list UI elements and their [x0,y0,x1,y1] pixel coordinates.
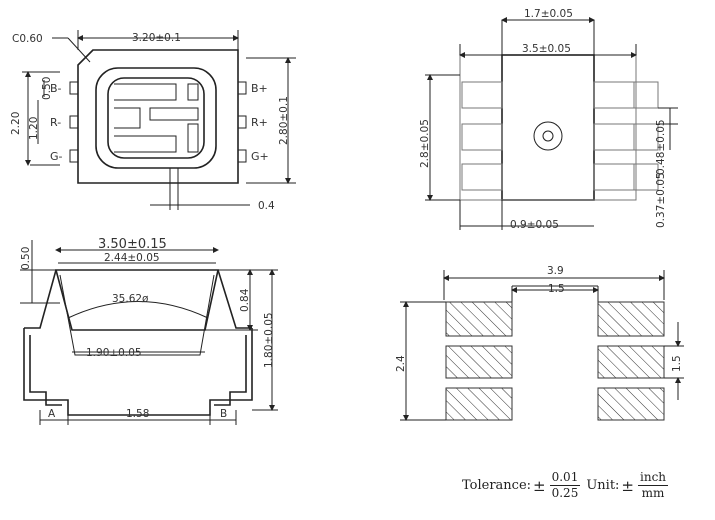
footprint-pad [597,345,665,379]
top-view-left: 3.20±0.1 C0.60 B- R- G- B+ R+ G+ [10,30,296,212]
dim-top-h: 0.50 [20,247,32,270]
dim-footprint-gap: 1.5 [548,283,565,295]
dim-width: 3.20±0.1 [132,32,181,44]
package-outline [77,49,239,184]
tolerance-label: Tolerance: [462,478,532,493]
lens-inner [107,77,205,159]
dim-pad-height: 0.48±0.05 [655,119,667,175]
pin-g-minus: G- [50,150,63,163]
dim-footprint-width: 3.9 [547,265,564,277]
top-view-right: 1.7±0.05 3.5±0.05 2.8±0.05 0.9±0.05 0.48… [419,8,678,231]
pin-b-minus: B- [50,82,62,95]
dim-depth: 0.84 [239,288,251,312]
footprint-pad [445,387,513,421]
dim-pad-span: 1.20 [28,117,40,140]
dim-pitch: 0.50 [41,77,53,100]
lens-outer [95,67,217,169]
plus-minus-symbol: ± [533,476,546,495]
dim-side-width: 3.50±0.15 [98,237,167,252]
unit-label: Unit: [586,478,620,493]
dim-height-right: 2.80±0.1 [278,96,290,145]
plus-minus-symbol: ± [621,476,634,495]
dim-mid: 1.58 [126,408,149,420]
tolerance-den: 0.25 [551,486,579,500]
dim-side-height: 1.80±0.05 [263,312,275,368]
dim-chamfer: C0.60 [12,33,43,45]
footprint-pad [445,345,513,379]
footprint-pad [597,301,665,337]
dim-top-width: 1.7±0.05 [524,8,573,20]
unit-fraction: inch mm [638,470,669,501]
dim-footprint-height: 2.4 [395,355,407,372]
dim-pad-width: 0.9±0.05 [510,219,559,231]
footprint-pad [597,387,665,421]
pin-r-plus: R+ [251,116,268,129]
dim-lead: 0.4 [258,200,275,212]
tolerance-fraction: 0.01 0.25 [549,470,581,501]
pin-r-minus: R- [50,116,61,129]
dim-width-3-5: 3.5±0.05 [522,43,571,55]
dim-inner-width: 2.44±0.05 [104,252,160,264]
footprint: 3.9 1.5 2.4 1.5 [395,265,684,421]
unit-num: inch [638,470,669,486]
pin-g-plus: G+ [251,150,269,163]
dim-pad-b: B [220,408,227,420]
dim-pad-gap: 0.37±0.05 [655,172,667,228]
dim-height-2-8: 2.8±0.05 [419,119,431,168]
dim-cavity: 1.90±0.05 [86,347,142,359]
footprint-pad [445,301,513,337]
dim-angle: 35.62ø [112,293,149,305]
body-center [501,54,595,201]
dim-footprint-pad-h: 1.5 [671,355,683,372]
side-view: 3.50±0.15 2.44±0.05 0.50 0.84 1.80±0.05 … [20,237,278,425]
tolerance-num: 0.01 [549,470,581,486]
tolerance-note: Tolerance: ± 0.01 0.25 Unit: ± inch mm [462,470,674,501]
dim-height-left: 2.20 [10,112,22,135]
dim-pad-a: A [48,408,56,420]
pin-b-plus: B+ [251,82,268,95]
unit-den: mm [641,486,665,500]
